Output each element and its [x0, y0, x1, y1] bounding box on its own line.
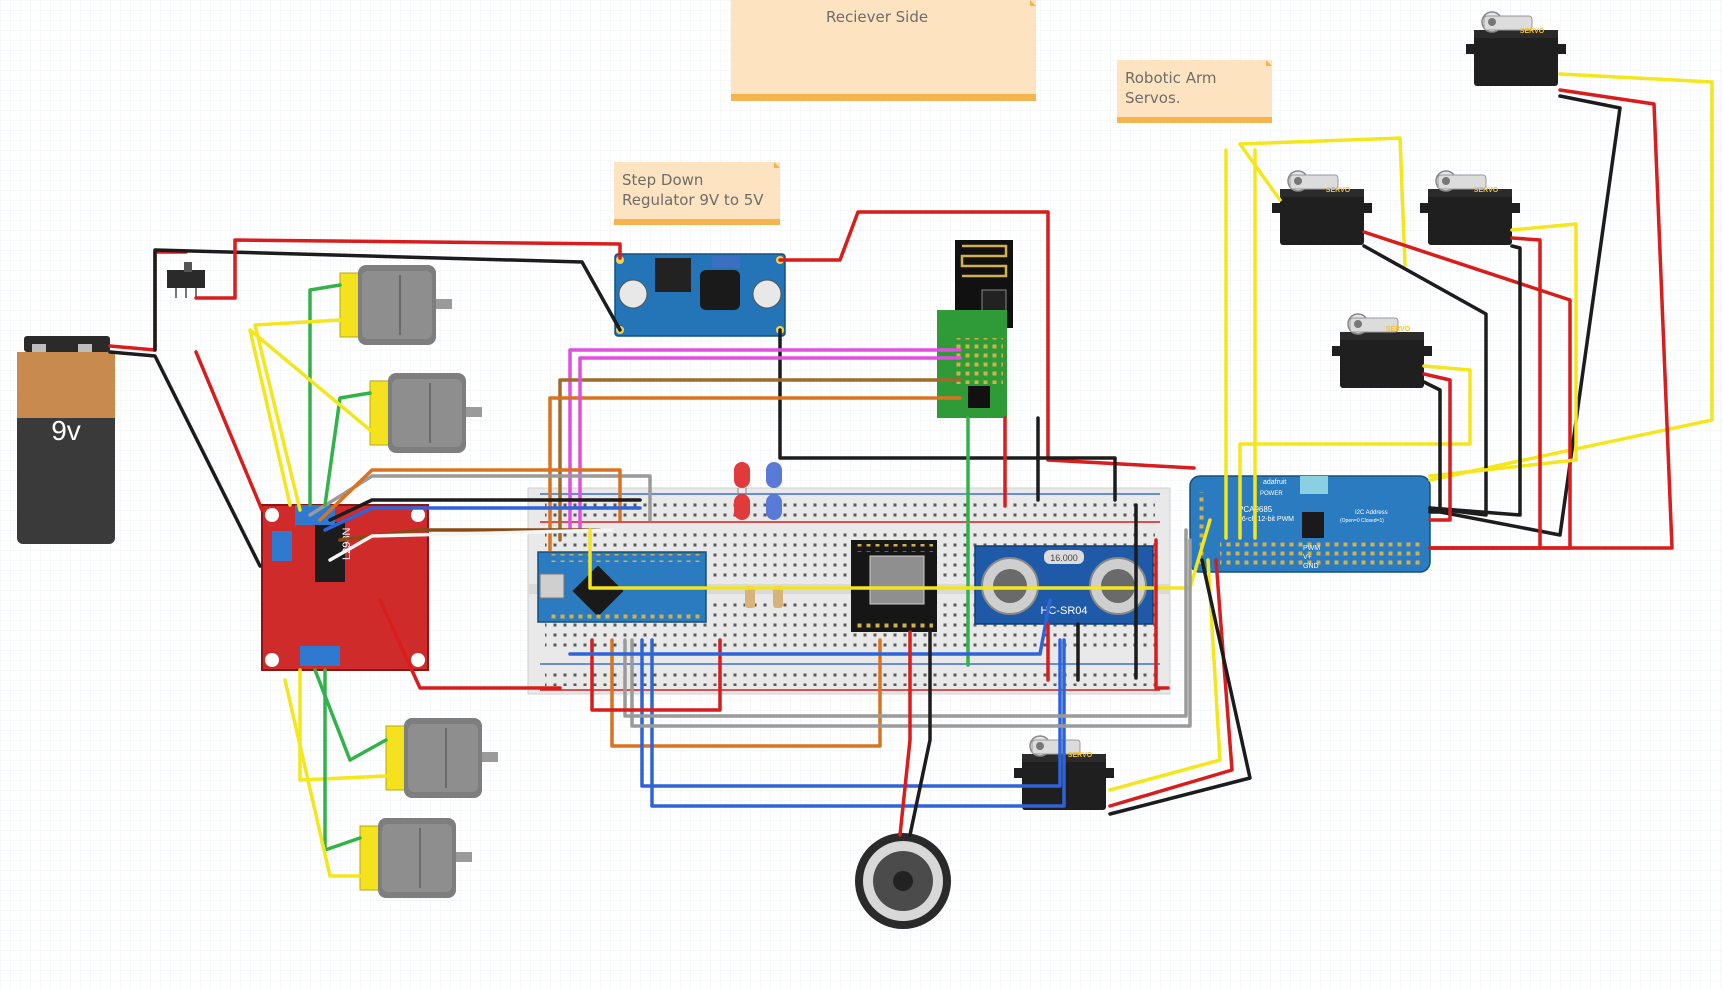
dc-motor-3: [385, 717, 499, 799]
wire-s1-black: [1428, 94, 1622, 537]
wire-lower-orange: [610, 638, 882, 748]
wire-servo5-yellow: [1108, 558, 1222, 792]
wire-speaker-red: [898, 630, 912, 837]
wire-lower-blue-2: [650, 638, 1066, 808]
wire-brown: [558, 378, 962, 542]
blue-led-2: [766, 494, 782, 520]
wire-driver-brown: [338, 528, 602, 542]
pwm-driver-board: adafruit PCA9685 16-ch 12-bit PWM POWER …: [1189, 475, 1431, 573]
wires: [108, 72, 1714, 878]
ultrasonic-label: HC-SR04: [1040, 605, 1087, 617]
pwm-i2c-sub: (Open=0 Closed=1): [1340, 518, 1384, 524]
note-robotic-arm: Robotic Arm Servos.: [1117, 60, 1272, 123]
pwm-label: PWM: [1303, 545, 1320, 552]
sd-card-module: [851, 540, 937, 632]
battery-label: 9v: [51, 415, 81, 446]
wire-s4-red: [1422, 372, 1452, 522]
blue-led-1: [766, 462, 782, 488]
wire-switch-black: [153, 248, 622, 352]
wire-m2-green: [323, 391, 372, 507]
note-robotic-arm-line2: Servos.: [1125, 89, 1181, 107]
resistor-2: [773, 586, 783, 608]
wire-us-right-red: [1154, 538, 1170, 690]
pwm-gnd-label: GND: [1303, 563, 1319, 570]
note-robotic-arm-line1: Robotic Arm: [1125, 69, 1216, 87]
servo-5: SERVO: [1013, 735, 1115, 811]
servo-4: SERVO: [1331, 313, 1433, 389]
speaker: [855, 833, 951, 929]
motor-driver-board: L298N: [261, 504, 429, 671]
wire-m1-yellow: [253, 318, 342, 512]
wire-lower-blue-3: [568, 598, 1052, 656]
note-step-down-line2: Regulator 9V to 5V: [622, 191, 764, 209]
servo-3-label: SERVO: [1474, 187, 1499, 194]
ultrasonic-crystal-label: 16.000: [1050, 553, 1078, 563]
ultrasonic-sensor: 16.000 HC-SR04: [974, 545, 1154, 625]
wire-magenta-2: [578, 356, 962, 532]
pwm-brand: adafruit: [1263, 479, 1286, 486]
motor-driver-label: L298N: [341, 528, 353, 560]
note-step-down: Step Down Regulator 9V to 5V: [614, 162, 780, 225]
wire-s3-black: [1428, 244, 1522, 517]
wire-lower-gray-2: [623, 528, 1188, 718]
wire-reg-out-black: [778, 328, 1117, 502]
pwm-power-label: POWER: [1260, 491, 1283, 497]
wire-s4-yellow: [1238, 364, 1472, 540]
wire-m1-green: [308, 283, 342, 507]
wire-driver-white: [328, 528, 614, 562]
wire-reg-out-red: [778, 210, 1196, 470]
wire-battery-black: [108, 350, 262, 568]
wire-s3-red: [1428, 236, 1542, 550]
wire-lower-red: [590, 638, 722, 712]
wire-yellow-signal: [588, 518, 1212, 590]
servo-3: SERVO: [1419, 170, 1521, 246]
pwm-subtitle: 16-ch 12-bit PWM: [1238, 516, 1294, 523]
resistor-1: [745, 586, 755, 608]
servo-4-label: SERVO: [1386, 326, 1411, 333]
wire-speaker-black: [908, 630, 932, 837]
red-led-2: [734, 494, 750, 520]
wire-driver-blue: [323, 506, 642, 532]
wire-switch-red-2: [194, 350, 264, 512]
wire-driver-black: [328, 498, 642, 522]
wire-s4-black: [1422, 380, 1442, 514]
servo-2-label: SERVO: [1326, 187, 1351, 194]
wire-servo5-black: [1108, 558, 1252, 816]
wire-m3-yellow: [298, 668, 388, 782]
note-step-down-line1: Step Down: [622, 171, 703, 189]
wire-driver-gray: [308, 474, 652, 522]
wire-s2-yellow: [1238, 136, 1407, 267]
pwm-i2c-label: I2C Address: [1355, 510, 1388, 516]
battery-9v: 9v: [17, 336, 115, 544]
servo-1-label: SERVO: [1520, 28, 1545, 35]
servo-5-label: SERVO: [1068, 752, 1093, 759]
wire-switch-red: [194, 238, 622, 300]
wire-servo5-red: [1108, 558, 1234, 808]
nrf24-radio-module: [937, 240, 1013, 418]
step-down-regulator: [614, 253, 786, 337]
dc-motor-1: [339, 264, 453, 346]
wire-driver-red-ground: [378, 598, 562, 690]
wire-m4-yellow: [283, 678, 362, 878]
wire-s3-yellow: [1428, 222, 1578, 478]
dc-motor-2: [369, 372, 483, 454]
dc-motor-4: [359, 817, 473, 899]
note-receiver-side-text: Reciever Side: [826, 8, 928, 26]
servo-1: SERVO: [1465, 11, 1567, 87]
wire-lower-blue-1: [640, 638, 1062, 788]
note-receiver-side: Reciever Side: [731, 0, 1036, 101]
wire-driver-orange: [318, 468, 622, 522]
pwm-vplus-label: V+: [1303, 554, 1312, 561]
servo-2: SERVO: [1271, 170, 1373, 246]
wire-m2-yellow: [248, 328, 372, 507]
